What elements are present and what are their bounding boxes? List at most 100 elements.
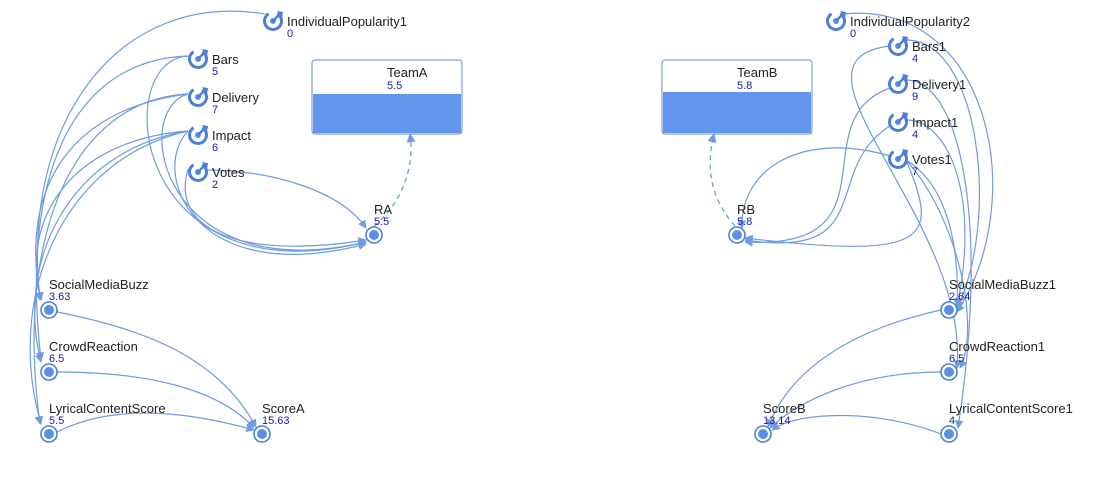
edge-arrow xyxy=(905,159,962,307)
refresh-gauge-icon xyxy=(188,49,208,69)
node-label: Delivery1 xyxy=(912,77,966,92)
edge-arrow xyxy=(905,79,972,429)
circle-target-icon xyxy=(940,425,958,443)
node-label: Delivery xyxy=(212,90,259,105)
node-label: Votes xyxy=(212,165,245,180)
edge-arrow xyxy=(35,55,189,361)
edge-arrow xyxy=(146,55,367,252)
edge-arrow xyxy=(184,168,367,247)
node-value: 9 xyxy=(912,91,918,103)
nodes-layer: IndividualPopularity10Bars5Delivery7Impa… xyxy=(40,9,1073,443)
team-value: 5.8 xyxy=(737,80,752,92)
dashed-edge-arrow xyxy=(707,133,736,227)
edge-arrow xyxy=(35,130,189,301)
node-value: 7 xyxy=(912,166,918,178)
node-label: Bars1 xyxy=(912,39,946,54)
edge-arrow xyxy=(769,371,942,429)
node-label: SocialMediaBuzz1 xyxy=(949,277,1056,292)
circle-target-icon xyxy=(754,425,772,443)
refresh-gauge-icon xyxy=(263,11,283,31)
node-rb[interactable]: RB5.8 xyxy=(728,202,755,244)
node-label: ScoreB xyxy=(763,401,806,416)
edge-arrow xyxy=(56,371,255,429)
refresh-gauge-icon xyxy=(888,149,908,169)
circle-target-icon xyxy=(40,363,58,381)
node-value: 13.14 xyxy=(763,415,791,427)
circle-target-icon xyxy=(253,425,271,443)
node-label: Impact1 xyxy=(912,115,958,130)
node-label: ScoreA xyxy=(262,401,305,416)
edge-arrow xyxy=(56,412,255,433)
team-label: TeamB xyxy=(737,65,777,80)
edge-arrow xyxy=(744,87,891,247)
node-label: CrowdReaction1 xyxy=(949,339,1045,354)
circle-target-icon xyxy=(365,226,383,244)
circle-target-icon xyxy=(40,425,58,443)
node-label: RB xyxy=(737,202,755,217)
refresh-gauge-icon xyxy=(188,87,208,107)
edge-arrow xyxy=(204,169,367,229)
node-value: 3.63 xyxy=(49,291,70,303)
node-value: 5.5 xyxy=(374,216,389,228)
team-level-bar xyxy=(313,94,461,133)
node-label: LyricalContentScore1 xyxy=(949,401,1073,416)
team-level-bar xyxy=(663,92,811,133)
edge-arrow xyxy=(174,130,367,255)
refresh-gauge-icon xyxy=(188,125,208,145)
node-label: LyricalContentScore xyxy=(49,401,166,416)
edge-arrow xyxy=(744,159,922,247)
edge-arrow xyxy=(34,10,266,301)
node-ra[interactable]: RA5.5 xyxy=(365,202,392,244)
node-value: 0 xyxy=(850,28,856,40)
circle-target-icon xyxy=(940,301,958,319)
edge-arrow xyxy=(905,159,969,369)
node-value: 5.5 xyxy=(49,415,64,427)
refresh-gauge-icon xyxy=(888,112,908,132)
refresh-gauge-icon xyxy=(888,74,908,94)
edge-arrow xyxy=(766,309,942,428)
node-label: IndividualPopularity1 xyxy=(287,14,407,29)
node-label: Bars xyxy=(212,52,239,67)
node-value: 6 xyxy=(212,142,218,154)
node-label: RA xyxy=(374,202,392,217)
node-label: IndividualPopularity2 xyxy=(850,14,970,29)
edge-arrow xyxy=(771,414,942,435)
edge-arrow xyxy=(56,311,257,428)
refresh-gauge-icon xyxy=(826,11,846,31)
edge-arrow xyxy=(29,130,189,425)
node-label: Votes1 xyxy=(912,152,952,167)
node-value: 2.64 xyxy=(949,291,970,303)
node-value: 2 xyxy=(212,179,218,191)
refresh-gauge-icon xyxy=(888,36,908,56)
edge-arrow xyxy=(737,147,891,229)
node-value: 6.5 xyxy=(49,353,64,365)
edge-arrow xyxy=(843,12,994,313)
circle-target-icon xyxy=(940,363,958,381)
node-value: 4 xyxy=(912,129,918,141)
edges-layer xyxy=(29,10,994,435)
node-label: Impact xyxy=(212,128,251,143)
node-value: 15.63 xyxy=(262,415,290,427)
